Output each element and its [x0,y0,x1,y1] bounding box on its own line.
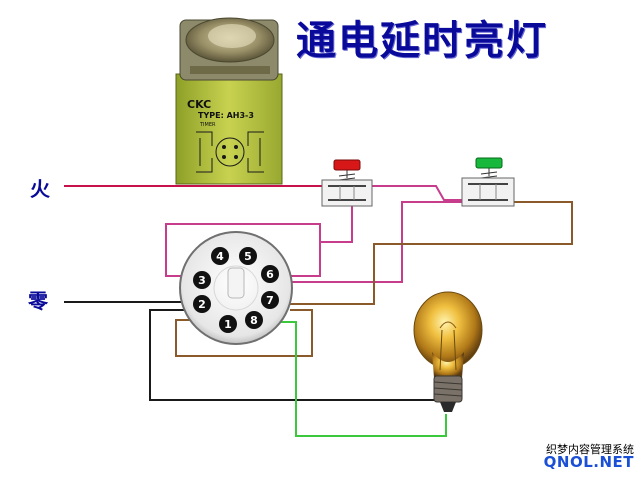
wire-socket-to-green-button [290,201,462,283]
wire-pin8-to-lamp [262,321,447,437]
socket-pin-label-7: 7 [266,294,274,307]
relay-type: TYPE: AH3-3 [198,111,254,120]
neutral-to-lamp [149,309,438,401]
time-relay: CKC TYPE: AH3-3 TIMER [175,17,283,185]
socket-pin-label-3: 3 [198,274,206,287]
green-button [461,157,515,207]
wire-button-to-button [372,185,462,201]
socket-pin-label-4: 4 [216,250,224,263]
watermark: 织梦内容管理系统 QNOL.NET [530,444,634,470]
socket-pin-label-2: 2 [198,298,206,311]
watermark-line1: 织梦内容管理系统 [546,443,634,456]
wire-brown-loop [175,309,313,357]
socket-pin-label-5: 5 [244,250,252,263]
wire-green-button-to-pin7 [290,201,573,305]
socket-pin-label-1: 1 [224,318,232,331]
socket-pin-label-8: 8 [250,314,258,327]
socket-pin-7 [261,291,279,309]
wires [64,185,573,437]
socket-pin-6 [261,265,279,283]
socket-pin-8 [245,311,263,329]
socket-pin-label-6: 6 [266,268,274,281]
wire-pin3-loop [165,223,321,277]
watermark-line2: QNOL.NET [543,453,634,471]
neutral-label: 零 [27,289,49,313]
socket-pin-2 [193,295,211,313]
page-title: 通电延时亮灯 [296,18,548,64]
socket-pin-5 [239,247,257,265]
relay-brand: CKC [187,98,211,111]
socket-pin-4 [211,247,229,265]
relay-circuit-icon [196,131,264,173]
red-button [321,159,373,207]
socket-pin-1 [219,315,237,333]
light-bulb [413,291,483,412]
live-label: 火 [30,177,51,201]
socket-pin-3 [193,271,211,289]
relay-sub: TIMER [199,122,216,128]
